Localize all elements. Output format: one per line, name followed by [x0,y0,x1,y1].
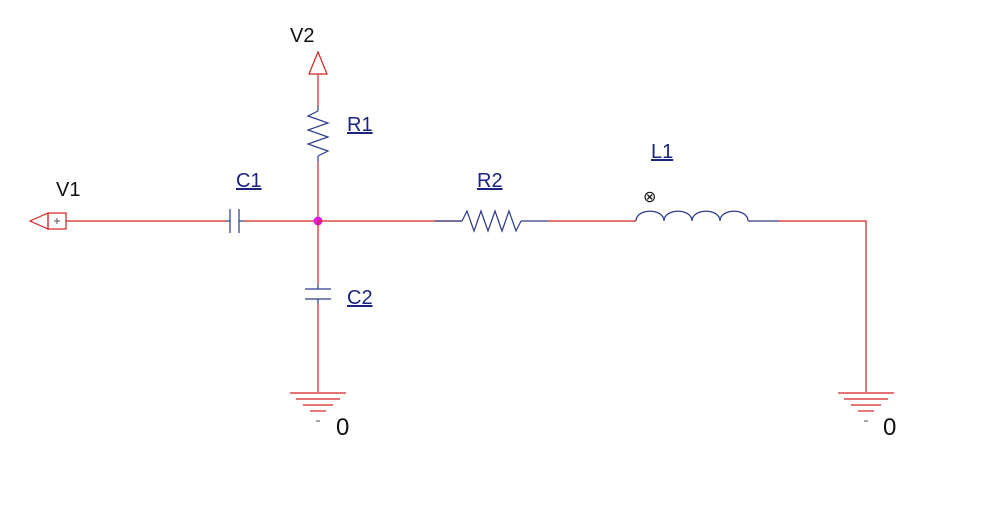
c1-label: C1 [236,170,262,192]
resistor-r2[interactable] [435,209,548,233]
ground-left-label: 0 [336,414,349,441]
ground-left[interactable] [290,392,346,422]
port-v2[interactable] [308,50,328,75]
port-v2-label: V2 [290,25,314,47]
port-v1-arrow-icon [28,212,49,230]
capacitor-c2[interactable] [305,284,331,304]
c2-label: C2 [347,287,373,309]
r1-label: R1 [347,114,373,136]
port-v1[interactable] [28,212,67,230]
inductor-dot-icon: ⊗ [643,189,656,206]
ground-right[interactable] [838,392,894,422]
inductor-l1[interactable] [635,210,778,222]
resistor-r1[interactable] [306,106,330,162]
ground-right-label: 0 [883,414,896,441]
port-v2-arrow-icon [308,50,328,75]
capacitor-c1[interactable] [226,209,244,233]
l1-label: L1 [651,141,673,163]
wire-l1-ground[interactable] [778,220,867,392]
r2-label: R2 [477,170,503,192]
port-v1-label: V1 [56,179,80,201]
